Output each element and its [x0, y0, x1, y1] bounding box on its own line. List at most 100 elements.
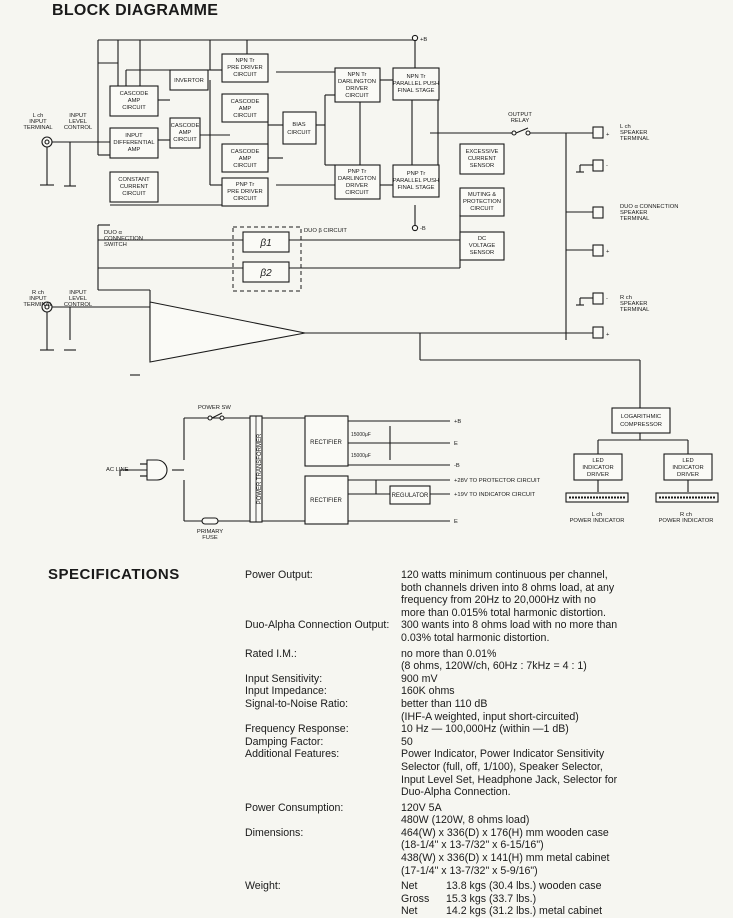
constant-current-block — [109, 171, 159, 203]
power-switch-icon — [207, 415, 213, 421]
regulator-block — [389, 485, 431, 505]
spec-additional-features: Additional Features: Power Indicator, Po… — [245, 748, 618, 799]
beta1-block — [242, 231, 290, 253]
regulator-text: REGULATOR — [392, 493, 429, 499]
npn-final-stage-block — [392, 67, 440, 101]
rail-plus-b-label: +B — [454, 419, 461, 425]
spec-dimensions: Dimensions: 464(W) x 336(D) x 176(H) mm … — [245, 826, 610, 877]
minus-sign-1: - — [606, 163, 608, 169]
speaker-terminals — [592, 126, 604, 339]
rail-28v-label: +28V TO PROTECTOR CIRCUIT — [454, 478, 541, 484]
beta2-text: β2 — [259, 268, 272, 279]
minus-sign-2: - — [606, 296, 608, 302]
rail-e2-label: E — [454, 519, 458, 525]
spec-rated-im: Rated I.M.: no more than 0.01%(8 ohms, 1… — [245, 647, 587, 673]
dc-voltage-sensor-block — [459, 231, 505, 261]
duo-beta-label: DUO β CIRCUIT — [304, 228, 347, 234]
logarithmic-compressor-block — [611, 407, 671, 434]
power-transformer-text: POWER TRANSFORMER — [257, 433, 263, 504]
npn-darlington-block — [334, 67, 381, 103]
led-driver-r-block — [663, 453, 713, 481]
excessive-current-sensor-block — [459, 143, 505, 175]
plus-sign-1: + — [606, 132, 610, 138]
rectifier-2-block — [304, 475, 349, 525]
muting-protection-block — [459, 187, 505, 217]
minus-b-top-label: -B — [420, 226, 426, 232]
spec-damping-factor: Damping Factor: 50 — [245, 735, 413, 748]
rch-amplifier-triangle — [149, 301, 306, 363]
specifications-title: SPECIFICATIONS — [48, 566, 180, 583]
primary-fuse-icon — [201, 517, 219, 525]
ac-line-label: AC LINE — [106, 467, 129, 473]
spec-duo-alpha: Duo-Alpha Connection Output: 300 wants i… — [245, 619, 618, 644]
spec-frequency-response: Frequency Response: 10 Hz — 100,000Hz (w… — [245, 723, 569, 736]
inverter-text: INVERTOR — [174, 78, 204, 84]
pnp-final-stage-block — [392, 164, 440, 198]
plus-b-top-label: +B — [420, 37, 427, 43]
spec-input-impedance: Input Impedance: 160K ohms — [245, 685, 455, 698]
plus-sign-2: + — [606, 249, 610, 255]
cascode-amp-c1-block — [221, 93, 269, 123]
capacitor-1-label: 15000μF — [351, 432, 371, 438]
led-driver-l-block — [573, 453, 623, 481]
cascode-amp-l-block — [109, 85, 159, 117]
beta1-text: β1 — [259, 238, 271, 249]
cascode-amp-mid-block — [169, 117, 201, 149]
rail-19v-label: +19V TO INDICATOR CIRCUIT — [454, 492, 536, 498]
block-diagram-title: BLOCK DIAGRAMME — [52, 2, 219, 19]
ac-plug-icon — [146, 459, 168, 481]
bias-circuit-block — [282, 111, 317, 145]
npn-pre-driver-block — [221, 53, 269, 83]
power-supply: POWER TRANSFORMER RECTIFIER RECTIFIER RE… — [119, 412, 450, 525]
spec-power-output: Power Output: 120 watts minimum continuo… — [245, 569, 615, 619]
pnp-pre-driver-block — [221, 177, 269, 207]
power-sw-label: POWER SW — [198, 405, 231, 411]
cascode-amp-c2-block — [221, 143, 269, 173]
rail-minus-b-label: -B — [454, 463, 460, 469]
rail-e-label: E — [454, 441, 458, 447]
beta2-block — [242, 261, 290, 283]
rectifier-2-text: RECTIFIER — [310, 498, 342, 504]
pnp-darlington-block — [334, 164, 381, 200]
capacitor-2-label: 15000μF — [351, 453, 371, 459]
rectifier-1-text: RECTIFIER — [310, 440, 342, 446]
spec-input-sensitivity: Input Sensitivity: 900 mV — [245, 672, 438, 685]
plus-sign-3: + — [606, 332, 610, 338]
